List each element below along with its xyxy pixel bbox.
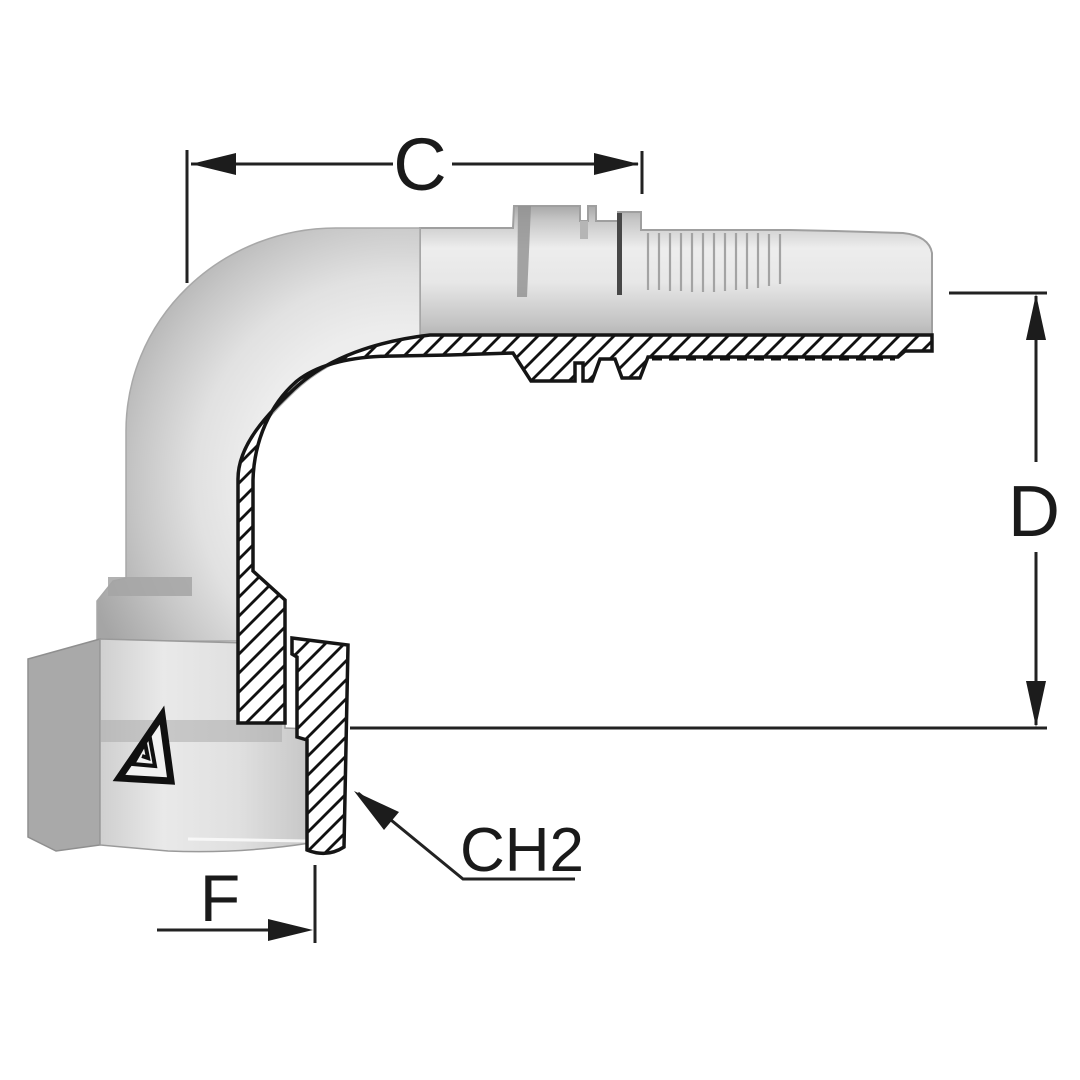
dimension-label-f: F (200, 861, 240, 935)
fitting-body (27, 205, 933, 853)
dimension-c (185, 150, 644, 283)
manufacturer-triangle-logo (112, 705, 176, 785)
f-arrow (268, 919, 313, 941)
dimension-label-c: C (393, 123, 446, 206)
dimension-label-d: D (1008, 472, 1060, 552)
hose-tail-ribs (646, 233, 782, 292)
collar-ring-edge (617, 213, 622, 295)
section-hatch (236, 333, 934, 856)
dimensions (157, 150, 1047, 943)
nut-left-facet (27, 638, 101, 852)
dimension-label-ch2: CH2 (460, 816, 584, 885)
ch2-leader-line (357, 791, 575, 881)
c-arrow-right (594, 153, 639, 175)
ch2-arrow (354, 791, 399, 830)
section-wall-band (236, 333, 934, 725)
ch2-leader (354, 791, 575, 881)
nut-bottom-highlight (187, 837, 309, 843)
dimension-f (157, 865, 317, 943)
shoulder-shade-band (108, 577, 192, 596)
hose-tail-tube (419, 205, 933, 336)
elbow-body (96, 227, 421, 642)
collar-gap-shade (580, 221, 588, 239)
dimension-d (350, 291, 1047, 730)
d-arrow-bottom (1026, 681, 1046, 727)
d-arrow-top (1026, 294, 1046, 340)
section-nut-sleeve (290, 636, 350, 856)
collar-shadow (517, 206, 531, 297)
c-arrow-left (191, 153, 236, 175)
